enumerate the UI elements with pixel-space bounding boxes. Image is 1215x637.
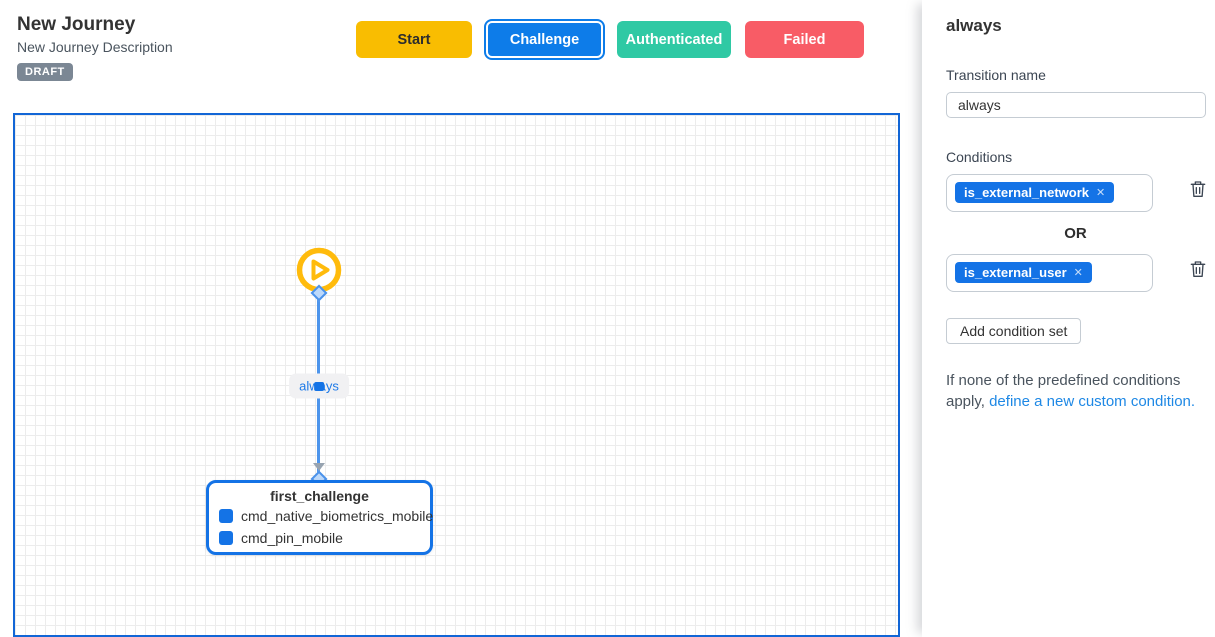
trash-icon xyxy=(1190,181,1206,201)
challenge-step-button[interactable]: Challenge xyxy=(486,21,603,58)
add-condition-set-button[interactable]: Add condition set xyxy=(946,318,1082,344)
delete-condition-set-button[interactable] xyxy=(1190,180,1206,201)
journey-header: New Journey New Journey Description DRAF… xyxy=(17,14,173,81)
transition-label[interactable]: always xyxy=(289,373,349,399)
failed-step-button[interactable]: Failed xyxy=(745,21,864,58)
condition-operator: OR xyxy=(1064,225,1087,242)
edge-arrowhead-icon xyxy=(313,463,325,471)
node-step-label: cmd_native_biometrics_mobile xyxy=(241,508,434,524)
condition-set-box[interactable]: is_external_user ✕ xyxy=(946,254,1153,292)
conditions-footnote: If none of the predefined conditions app… xyxy=(946,370,1208,412)
transition-name-label: Transition name xyxy=(946,67,1046,83)
page-title: New Journey xyxy=(17,14,136,35)
journey-canvas[interactable]: always first_challenge cmd_native_biomet… xyxy=(13,113,900,637)
node-step-row[interactable]: cmd_pin_mobile xyxy=(209,527,430,549)
challenge-node[interactable]: first_challenge cmd_native_biometrics_mo… xyxy=(206,480,433,555)
footnote-text: If none of the predefined conditions app… xyxy=(946,372,1181,410)
condition-set-box[interactable]: is_external_network ✕ xyxy=(946,174,1153,212)
remove-condition-icon[interactable]: ✕ xyxy=(1096,187,1106,199)
condition-chip[interactable]: is_external_network ✕ xyxy=(955,182,1115,203)
node-step-label: cmd_pin_mobile xyxy=(241,530,343,546)
remove-condition-icon[interactable]: ✕ xyxy=(1073,267,1083,279)
condition-chip-label: is_external_user xyxy=(964,265,1067,280)
condition-chip-label: is_external_network xyxy=(964,185,1090,200)
transition-name-input[interactable] xyxy=(946,92,1206,118)
command-square-icon xyxy=(219,531,233,545)
trash-icon xyxy=(1190,261,1206,281)
condition-chip[interactable]: is_external_user ✕ xyxy=(955,262,1092,283)
challenge-node-title: first_challenge xyxy=(270,488,369,504)
status-badge: DRAFT xyxy=(17,63,73,81)
command-square-icon xyxy=(219,509,233,523)
transition-panel: always Transition name Conditions is_ext… xyxy=(922,0,1215,637)
play-circle-icon xyxy=(296,247,342,297)
node-step-row[interactable]: cmd_native_biometrics_mobile xyxy=(209,505,434,527)
define-custom-condition-link[interactable]: define a new custom condition. xyxy=(989,393,1196,410)
authenticated-step-button[interactable]: Authenticated xyxy=(617,21,731,58)
start-step-button[interactable]: Start xyxy=(356,21,472,58)
delete-condition-set-button[interactable] xyxy=(1190,260,1206,281)
start-node[interactable] xyxy=(296,247,342,293)
conditions-label: Conditions xyxy=(946,149,1013,165)
condition-set-row: is_external_user ✕ xyxy=(946,254,1206,292)
page-subtitle: New Journey Description xyxy=(17,39,173,55)
panel-title: always xyxy=(946,16,1002,35)
condition-set-row: is_external_network ✕ xyxy=(946,174,1206,212)
condition-indicator-icon xyxy=(314,381,324,391)
